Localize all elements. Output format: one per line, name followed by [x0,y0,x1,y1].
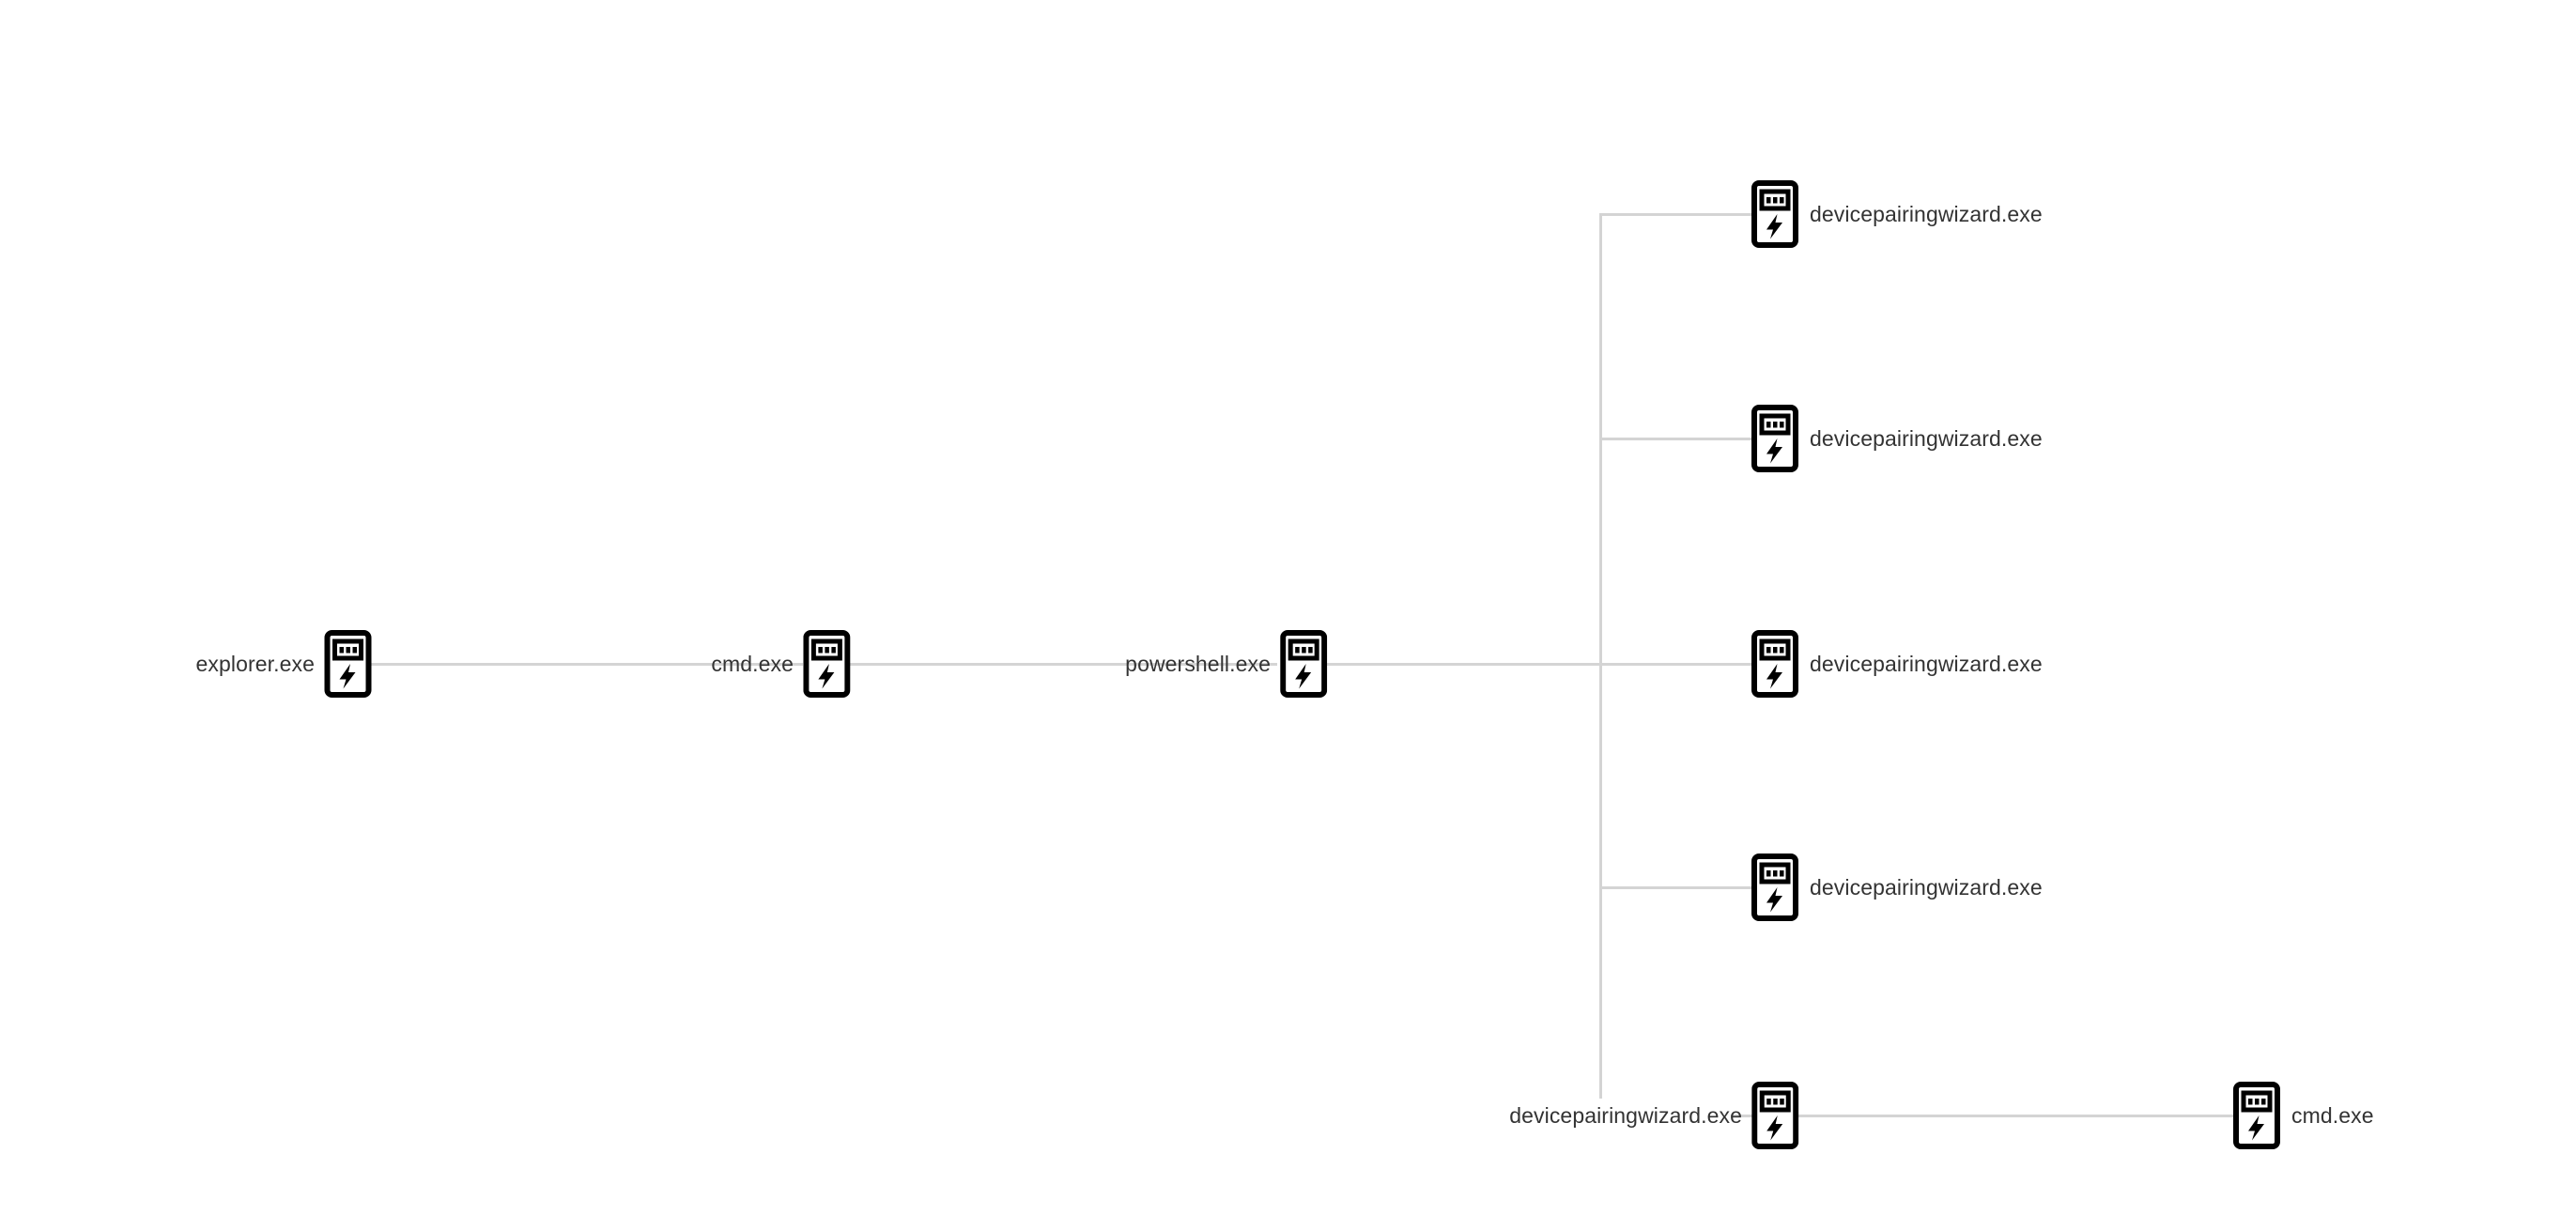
process-node-devicepairingwizard-exe-2[interactable]: devicepairingwizard.exe [1751,405,2043,472]
process-node-cmd-exe-1[interactable]: cmd.exe [711,630,850,698]
edge-cmd-to-powershell [850,662,1277,666]
process-lightning-icon [1751,405,1798,472]
process-lightning-icon [1751,1082,1798,1149]
process-lightning-icon [1751,854,1798,921]
process-label: devicepairingwizard.exe [1810,651,2043,676]
process-lightning-icon [324,630,371,698]
edge-trunk-vertical [1599,214,1602,1099]
process-label: devicepairingwizard.exe [1509,1102,1742,1128]
process-node-cmd-exe-2[interactable]: cmd.exe [2233,1082,2374,1149]
process-label: cmd.exe [2291,1102,2374,1128]
process-node-devicepairingwizard-exe-4[interactable]: devicepairingwizard.exe [1751,854,2043,921]
process-lightning-icon [2233,1082,2280,1149]
process-label: cmd.exe [711,651,794,676]
edge-trunk-to-child-4 [1599,885,1753,889]
process-label: devicepairingwizard.exe [1810,874,2043,900]
process-lightning-icon [1280,630,1327,698]
process-node-explorer-exe[interactable]: explorer.exe [195,630,371,698]
process-lightning-icon [1751,180,1798,248]
process-label: devicepairingwizard.exe [1810,425,2043,451]
process-node-devicepairingwizard-exe-3[interactable]: devicepairingwizard.exe [1751,630,2043,698]
edge-child-5-to-cmd [1731,1114,2234,1117]
process-lightning-icon [1751,630,1798,698]
process-lightning-icon [803,630,850,698]
process-label: devicepairingwizard.exe [1810,201,2043,226]
edge-powershell-to-trunk [1327,662,1601,666]
edge-trunk-to-child-3 [1599,662,1753,666]
process-label: explorer.exe [195,651,315,676]
edge-trunk-to-child-1 [1599,212,1753,216]
process-node-powershell-exe[interactable]: powershell.exe [1125,630,1327,698]
edge-explorer-to-cmd [371,662,803,666]
process-node-devicepairingwizard-exe-5[interactable]: devicepairingwizard.exe [1509,1082,1798,1149]
process-label: powershell.exe [1125,651,1271,676]
process-node-devicepairingwizard-exe-1[interactable]: devicepairingwizard.exe [1751,180,2043,248]
edge-trunk-to-child-2 [1599,437,1753,440]
